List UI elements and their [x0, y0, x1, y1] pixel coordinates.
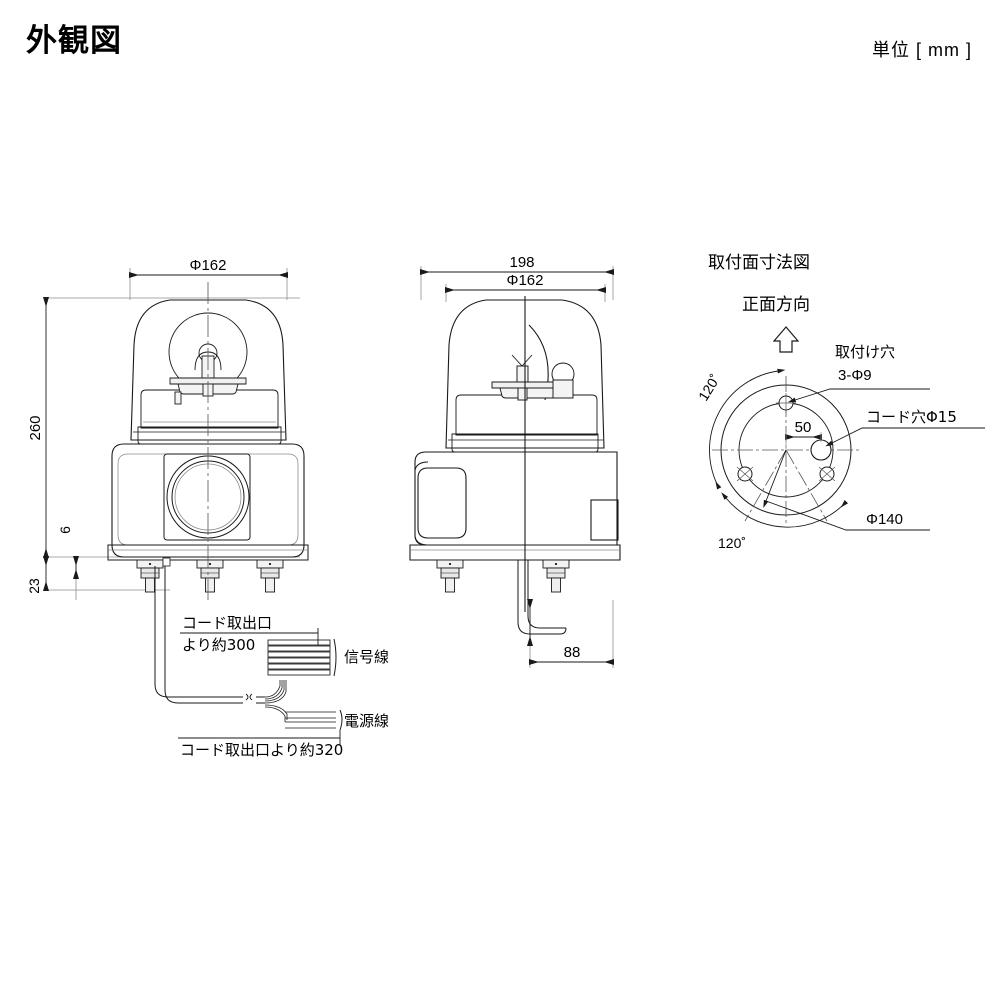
cord-signal-length-line1: コード取出口	[182, 614, 272, 632]
dim-cord-hole-offset-label: 50	[795, 419, 812, 436]
dim-side-cord-offset-label: 88	[564, 644, 581, 661]
angle-lower-label: 120˚	[718, 535, 746, 551]
front-mounting-feet	[136, 557, 284, 593]
front-cord-callouts: コード取出口 より約300 信号線 電源線 コード取出口より約320	[178, 614, 389, 759]
dim-cord-hole-offset: 50	[785, 419, 822, 450]
dim-front-width-label: Φ162	[190, 257, 227, 274]
front-beacon-outline	[130, 299, 287, 445]
cord-power-name: 電源線	[344, 712, 389, 730]
mounting-hole-label-line2: 3-Φ9	[838, 367, 872, 384]
front-horn-face	[163, 453, 251, 541]
dim-front-height: 260	[27, 297, 49, 558]
dim-front-height-label: 260	[27, 415, 44, 440]
angle-upper-label: 120˚	[695, 371, 723, 403]
side-view-group: 198 Φ162 88	[409, 254, 621, 668]
side-mounting-feet	[436, 559, 570, 593]
dim-front-width: Φ162	[129, 257, 288, 278]
dim-foot-gap: 6	[57, 526, 79, 579]
dim-side-overall-width: 198	[420, 254, 614, 275]
mounting-hole-lower-left	[736, 466, 754, 482]
front-view-group: Φ162 260 6 23	[26, 257, 389, 759]
mounting-view-title: 取付面寸法図	[708, 253, 810, 273]
leader-mounting-hole	[787, 388, 930, 403]
mounting-view-group: 取付面寸法図 正面方向	[695, 253, 985, 551]
cord-hole	[810, 439, 832, 461]
angle-arcs	[709, 368, 849, 528]
dim-side-dome-width: Φ162	[445, 272, 606, 293]
bolt-circle-label: Φ140	[866, 511, 903, 528]
cord-signal-length-line2: より約300	[182, 636, 255, 654]
front-base-housing	[107, 443, 309, 561]
dim-foot-gap-label: 6	[57, 526, 73, 534]
mounting-hole-label-line1: 取付け穴	[835, 343, 895, 361]
front-signal-wire-bundle	[267, 638, 337, 677]
dim-side-overall-width-label: 198	[509, 254, 534, 271]
front-direction-label: 正面方向	[742, 295, 810, 315]
side-base-housing	[409, 451, 621, 561]
cord-signal-name: 信号線	[344, 648, 389, 666]
front-power-wire-bundle	[285, 709, 343, 731]
front-cable-routing	[154, 566, 288, 722]
dim-side-cord-offset: 88	[529, 644, 614, 665]
front-direction-arrow-icon	[772, 326, 800, 353]
page-title: 外観図	[26, 23, 122, 58]
mounting-hole-lower-right	[818, 466, 836, 482]
leader-cord-hole	[825, 427, 985, 447]
side-view-witness-lines	[420, 266, 614, 668]
dim-side-dome-width-label: Φ162	[507, 272, 544, 289]
mounting-hole-top	[776, 393, 796, 413]
cord-power-length: コード取出口より約320	[180, 741, 343, 759]
dim-bottom-offset: 23	[26, 556, 49, 594]
cord-hole-label: コード穴Φ15	[866, 408, 957, 426]
leader-bolt-circle	[763, 449, 930, 531]
side-lamp-assembly	[491, 324, 575, 401]
dim-bottom-offset-label: 23	[26, 578, 42, 594]
unit-note: 単位 [ mm ]	[872, 40, 972, 60]
